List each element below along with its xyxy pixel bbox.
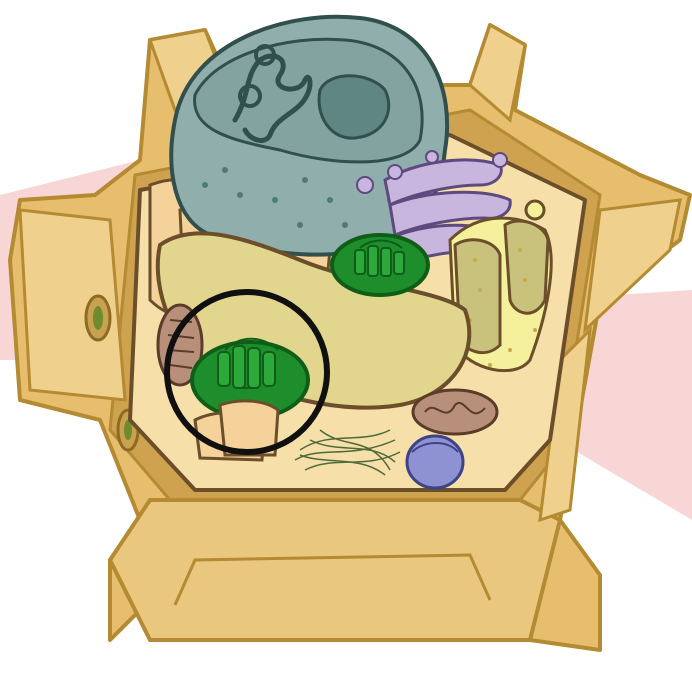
mitochondrion-right xyxy=(413,390,497,434)
chloroplast-upper xyxy=(332,235,428,295)
lysosome xyxy=(407,436,463,488)
nucleolus xyxy=(319,76,389,138)
